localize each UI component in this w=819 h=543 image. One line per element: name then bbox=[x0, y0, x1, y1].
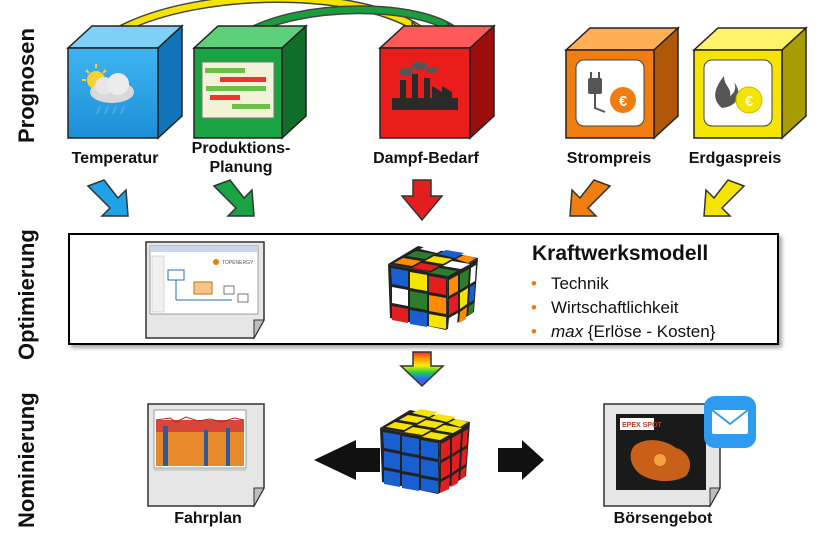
solved-rubiks-cube-icon bbox=[380, 409, 470, 494]
label-produktionsplanung: Produktions- Planung bbox=[176, 139, 306, 177]
steam-arrow-icon bbox=[400, 179, 444, 222]
production-cube bbox=[192, 24, 308, 140]
objective-max: max bbox=[550, 322, 584, 341]
gantt-chart-icon bbox=[201, 61, 275, 119]
software-logo-text: TOPENERGY bbox=[222, 260, 254, 266]
production-arrow-icon bbox=[212, 179, 255, 217]
left-black-arrow-icon bbox=[314, 440, 380, 480]
exchange-logo-text: EPEX SPOT bbox=[622, 422, 662, 429]
exchange-bid-document: EPEX SPOT bbox=[603, 403, 721, 508]
scrambled-rubiks-cube-icon bbox=[388, 245, 478, 330]
power-plug-euro-icon: € bbox=[575, 59, 645, 127]
bullet-wirtschaftlichkeit-text: Wirtschaftlichkeit bbox=[550, 298, 679, 317]
schedule-chart-document bbox=[147, 403, 265, 508]
label-dampfbedarf: Dampf-Bedarf bbox=[373, 150, 479, 167]
steam-demand-cube bbox=[378, 24, 496, 140]
bullet-technik: • Technik bbox=[531, 274, 609, 294]
bullet-dot: • bbox=[531, 322, 537, 341]
model-title: Kraftwerksmodell bbox=[532, 242, 709, 265]
temperature-arrow-icon bbox=[86, 179, 129, 217]
label-temperatur: Temperatur bbox=[71, 150, 159, 167]
factory-icon bbox=[392, 62, 458, 110]
software-screenshot-document: TOPENERGY bbox=[145, 241, 265, 340]
bullet-technik-text: Technik bbox=[550, 274, 609, 293]
objective-text: {Erlöse - Kosten} bbox=[583, 322, 716, 341]
bullet-wirtschaftlichkeit: • Wirtschaftlichkeit bbox=[531, 298, 678, 318]
mail-icon bbox=[704, 396, 756, 448]
label-fahrplan: Fahrplan bbox=[174, 510, 242, 527]
bullet-dot: • bbox=[531, 274, 537, 293]
label-boersengebot: Börsengebot bbox=[613, 510, 713, 527]
label-produktionsplanung-line2: Planung bbox=[209, 159, 273, 176]
bullet-objective: • max {Erlöse - Kosten} bbox=[531, 322, 715, 342]
gas-price-cube: € bbox=[692, 26, 808, 140]
gas-flame-euro-icon: € bbox=[703, 59, 773, 127]
temperature-cube bbox=[66, 24, 184, 140]
right-black-arrow-icon bbox=[498, 440, 544, 480]
label-produktionsplanung-line1: Produktions- bbox=[191, 140, 291, 157]
label-strompreis: Strompreis bbox=[566, 150, 652, 167]
weather-icon bbox=[82, 64, 134, 115]
gas-arrow-icon bbox=[703, 179, 746, 217]
electricity-price-cube: € bbox=[564, 26, 680, 140]
electricity-arrow-icon bbox=[569, 179, 612, 217]
rainbow-arrow-icon bbox=[399, 351, 445, 388]
svg-text:€: € bbox=[745, 93, 754, 110]
svg-text:€: € bbox=[619, 93, 628, 110]
bullet-dot: • bbox=[531, 298, 537, 317]
label-erdgaspreis: Erdgaspreis bbox=[688, 150, 782, 167]
